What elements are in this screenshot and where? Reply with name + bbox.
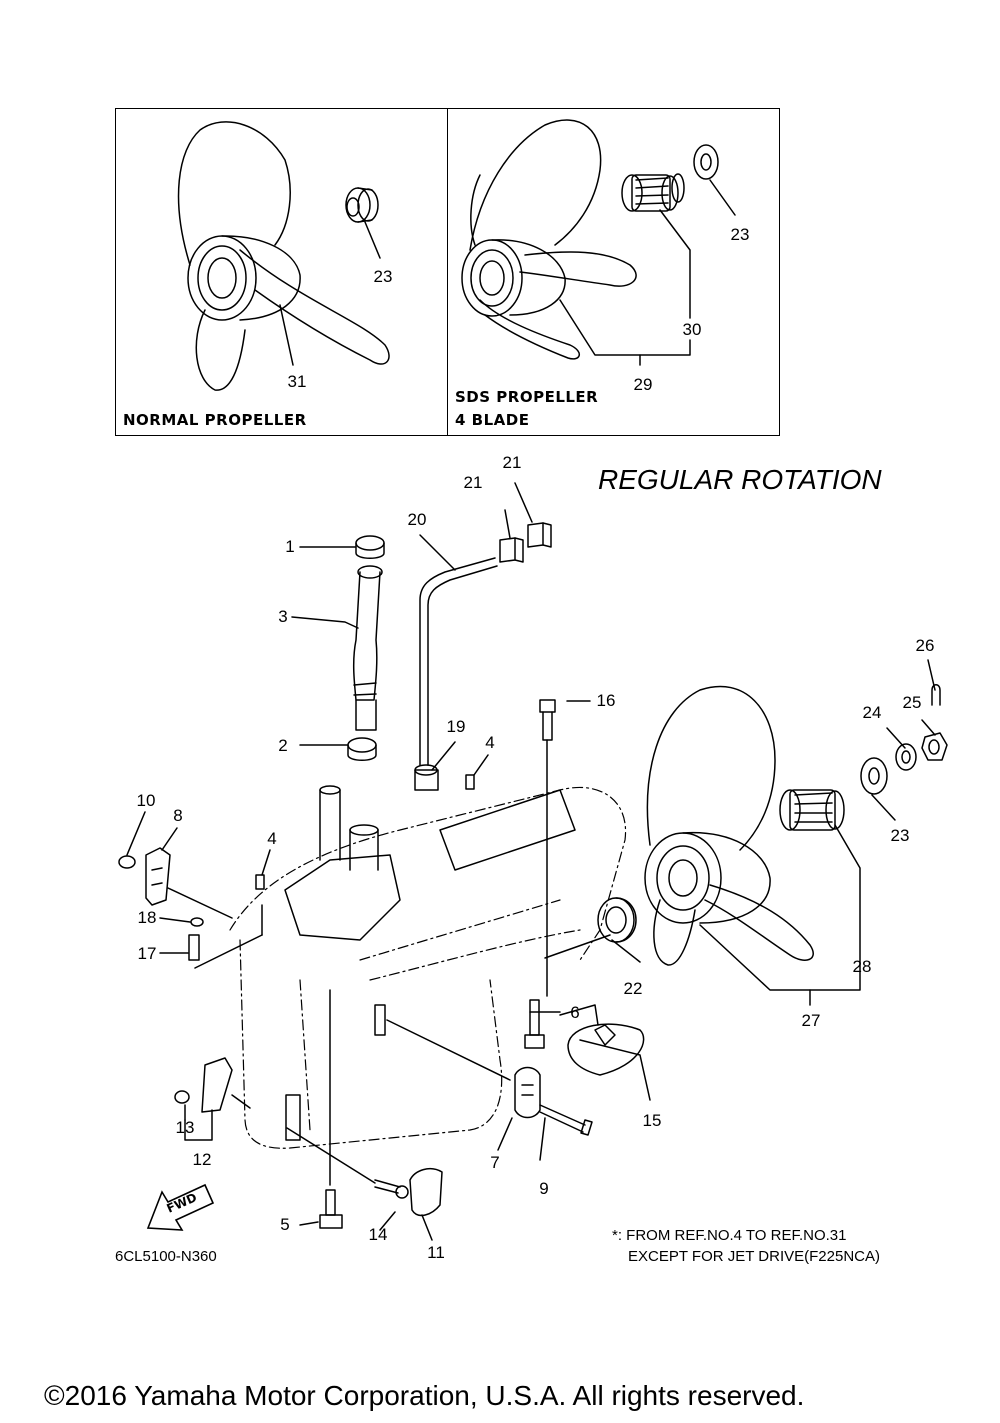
callout-23: 23 (730, 225, 750, 244)
callout-17: 17 (137, 944, 157, 963)
callout-28: 28 (852, 957, 872, 976)
callout-25: 25 (902, 693, 922, 712)
callout-23: 23 (373, 267, 393, 286)
callout-16: 16 (596, 691, 616, 710)
callout-12: 12 (192, 1150, 212, 1169)
callout-19: 19 (446, 717, 466, 736)
normal-propeller-label: NORMAL PROPELLER (123, 411, 307, 429)
callout-31: 31 (287, 372, 307, 391)
callout-3: 3 (278, 607, 288, 626)
fwd-arrow (146, 1183, 215, 1231)
callout-15: 15 (642, 1111, 662, 1130)
callout-7: 7 (490, 1153, 500, 1172)
callout-8: 8 (173, 806, 183, 825)
callout-13: 13 (175, 1118, 195, 1137)
drawing-code: 6CL5100-N360 (115, 1248, 217, 1265)
callout-27: 27 (801, 1011, 821, 1030)
callout-10: 10 (136, 791, 156, 810)
footnote-line1: *: FROM REF.NO.4 TO REF.NO.31 (612, 1227, 847, 1244)
callout-18: 18 (137, 908, 157, 927)
diagram-title: REGULAR ROTATION (598, 464, 882, 495)
callout-6: 6 (570, 1003, 580, 1022)
callout-1: 1 (285, 537, 295, 556)
sds-propeller-label-line2: 4 BLADE (455, 411, 530, 429)
callout-14: 14 (368, 1225, 388, 1244)
copyright-notice: ©2016 Yamaha Motor Corporation, U.S.A. A… (44, 1380, 805, 1411)
callout-9: 9 (539, 1179, 549, 1198)
callout-23: 23 (890, 826, 910, 845)
callout-2: 2 (278, 736, 288, 755)
callout-22: 22 (623, 979, 643, 998)
callout-5: 5 (280, 1215, 290, 1234)
sds-propeller-illustration (461, 119, 719, 360)
callout-21: 21 (463, 473, 483, 492)
callout-21: 21 (502, 453, 522, 472)
main-propeller-illustration (644, 684, 948, 966)
inset-normal-propeller-box (115, 108, 448, 436)
normal-propeller-illustration (177, 121, 390, 391)
footnote-line2: EXCEPT FOR JET DRIVE(F225NCA) (628, 1248, 880, 1265)
callout-4: 4 (267, 829, 277, 848)
inset-sds-propeller-box (447, 108, 780, 436)
callout-20: 20 (407, 510, 427, 529)
callout-30: 30 (682, 320, 702, 339)
callout-11: 11 (427, 1243, 445, 1262)
callout-4: 4 (485, 733, 495, 752)
callout-24: 24 (862, 703, 882, 722)
callout-26: 26 (915, 636, 935, 655)
callout-29: 29 (633, 375, 653, 394)
sds-propeller-label-line1: SDS PROPELLER (455, 388, 599, 406)
